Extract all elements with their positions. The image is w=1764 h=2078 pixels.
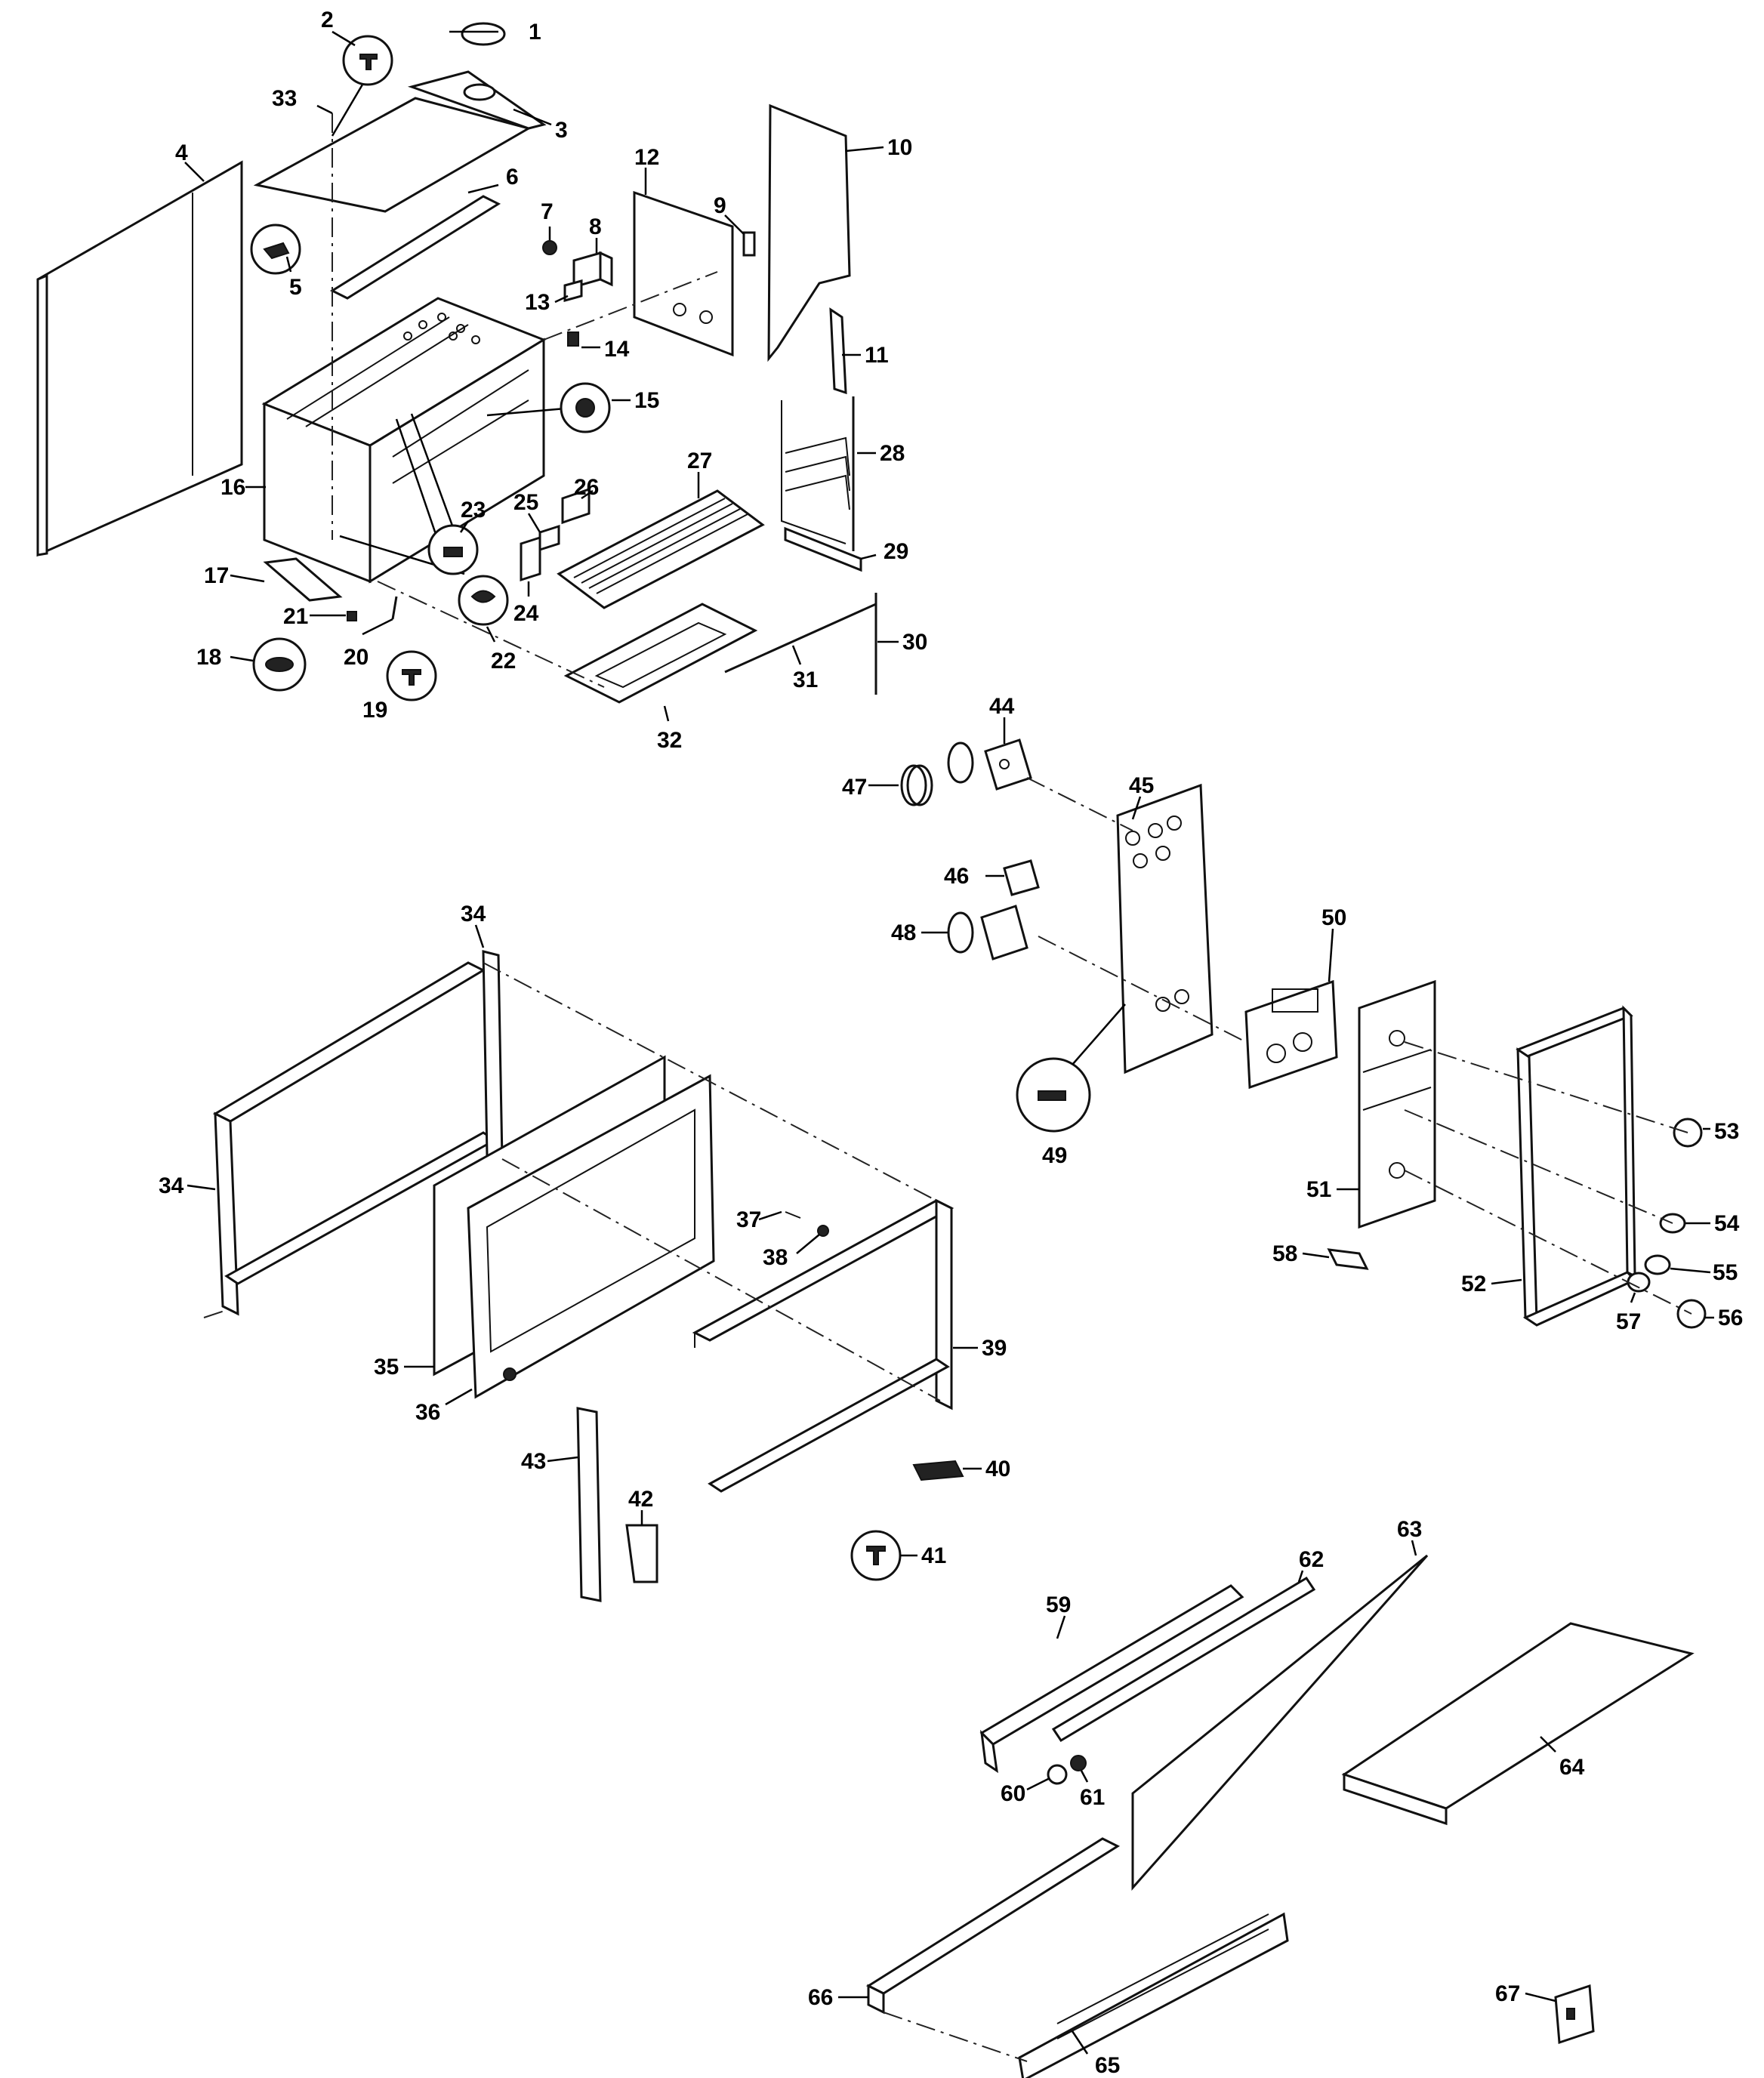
- part-label-50: 50: [1321, 905, 1346, 930]
- part-label-41: 41: [921, 1543, 946, 1568]
- part-label-25: 25: [513, 490, 538, 515]
- part-label-10: 10: [887, 135, 912, 160]
- part-label-65: 65: [1095, 2053, 1120, 2078]
- part-label-36: 36: [415, 1400, 440, 1425]
- part-label-64: 64: [1559, 1755, 1585, 1780]
- door-assembly: [203, 950, 964, 1602]
- part-label-34-top: 34: [461, 902, 486, 926]
- part-label-58: 58: [1272, 1241, 1297, 1266]
- part-label-2: 2: [321, 8, 334, 32]
- part-label-9: 9: [714, 193, 726, 218]
- part-label-66: 66: [808, 1985, 833, 2010]
- part-label-11: 11: [865, 343, 889, 368]
- cabinet-assembly: [36, 22, 877, 704]
- part-label-67: 67: [1495, 1981, 1520, 2006]
- part-label-13: 13: [525, 290, 550, 315]
- part-label-6: 6: [506, 165, 519, 190]
- drawer-assembly: [865, 1554, 1695, 2078]
- part-label-16: 16: [220, 475, 245, 500]
- part-label-22: 22: [491, 649, 516, 674]
- part-label-60: 60: [1001, 1781, 1025, 1806]
- part-label-63: 63: [1397, 1517, 1422, 1542]
- part-label-48: 48: [891, 920, 916, 945]
- part-label-8: 8: [589, 214, 602, 239]
- part-label-31: 31: [793, 667, 818, 692]
- part-label-39: 39: [982, 1336, 1007, 1361]
- part-label-1: 1: [529, 20, 541, 45]
- part-label-12: 12: [634, 145, 659, 170]
- part-label-62: 62: [1299, 1547, 1324, 1572]
- part-label-15: 15: [634, 388, 659, 413]
- part-label-35: 35: [374, 1355, 399, 1380]
- part-label-55: 55: [1713, 1260, 1738, 1285]
- part-label-57: 57: [1616, 1309, 1641, 1334]
- part-label-45: 45: [1129, 773, 1154, 798]
- part-label-20: 20: [344, 645, 369, 670]
- part-label-33: 33: [272, 86, 297, 111]
- part-label-49: 49: [1042, 1143, 1067, 1168]
- part-label-14: 14: [604, 337, 630, 362]
- part-label-29: 29: [884, 539, 908, 564]
- part-label-24: 24: [513, 601, 539, 626]
- part-label-18: 18: [196, 645, 221, 670]
- part-label-19: 19: [362, 698, 387, 723]
- part-label-4: 4: [175, 140, 188, 165]
- part-label-59: 59: [1046, 1592, 1071, 1617]
- part-label-26: 26: [574, 475, 599, 500]
- part-label-5: 5: [289, 275, 302, 300]
- part-label-38: 38: [763, 1245, 788, 1270]
- part-label-53: 53: [1714, 1119, 1739, 1144]
- part-label-43: 43: [521, 1449, 546, 1474]
- part-label-7: 7: [541, 199, 554, 224]
- part-labels: 1 2 3 4 5 6 7 8 9 10 11 12 13 14 15 16 1…: [159, 8, 1743, 2078]
- part-label-56: 56: [1718, 1306, 1743, 1330]
- control-panel-assembly: [900, 738, 1707, 1329]
- part-label-3: 3: [555, 118, 568, 143]
- part-label-47: 47: [842, 775, 867, 800]
- part-label-37: 37: [736, 1207, 761, 1232]
- part-label-21: 21: [283, 604, 308, 629]
- part-label-30: 30: [902, 630, 927, 655]
- part-label-42: 42: [628, 1487, 653, 1512]
- part-label-28: 28: [880, 441, 905, 466]
- part-label-54: 54: [1714, 1211, 1740, 1236]
- part-label-23: 23: [461, 498, 486, 523]
- part-label-32: 32: [657, 728, 682, 753]
- part-label-61: 61: [1080, 1785, 1105, 1810]
- part-label-17: 17: [204, 563, 229, 588]
- part-label-52: 52: [1461, 1272, 1486, 1296]
- part-label-51: 51: [1306, 1177, 1331, 1202]
- part-label-34-left: 34: [159, 1173, 184, 1198]
- part-label-44: 44: [989, 694, 1015, 719]
- part-label-40: 40: [985, 1457, 1010, 1481]
- part-label-27: 27: [687, 449, 712, 473]
- part-label-46: 46: [944, 864, 969, 889]
